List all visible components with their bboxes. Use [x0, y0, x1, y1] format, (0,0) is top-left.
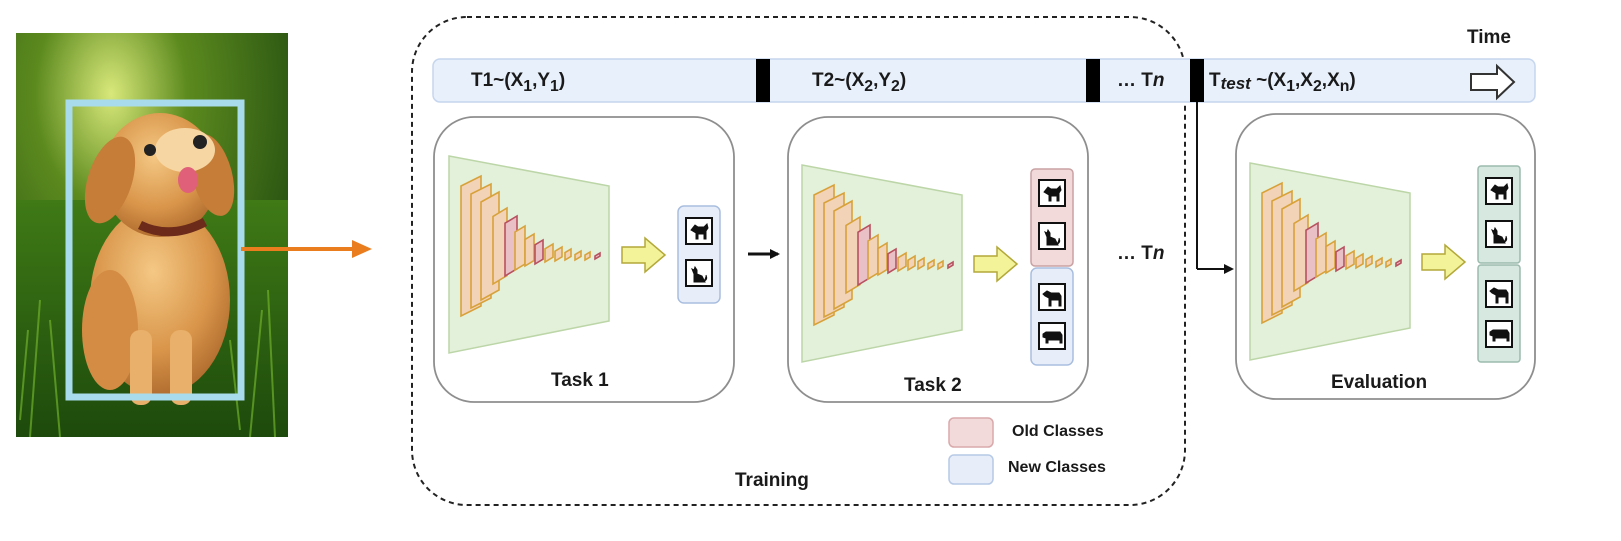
cnn-layer: [897, 251, 907, 273]
cnn-layer: [1375, 256, 1383, 269]
timeline-separator: [756, 59, 770, 102]
cnn-layer: [574, 249, 582, 262]
cnn-layer: [514, 224, 526, 272]
cat-icon: [1038, 222, 1066, 250]
cnn-layer: [937, 259, 944, 271]
task1-title: Task 1: [551, 370, 609, 391]
cnn-layer: [1325, 239, 1336, 275]
output-arrow-icon: [1421, 243, 1467, 281]
timeline-separator: [1190, 59, 1204, 102]
time-label: Time: [1467, 27, 1512, 48]
cnn-layer: [1395, 258, 1402, 268]
horse-icon: [1485, 280, 1513, 308]
cat-icon: [685, 259, 713, 287]
training-region: [411, 16, 1186, 506]
evaluation-title: Evaluation: [1331, 372, 1428, 393]
cnn-layer: [1335, 245, 1345, 273]
cnn-layer: [1345, 249, 1355, 271]
timeline-bar: [432, 58, 1536, 103]
cnn-network-icon: [448, 155, 610, 354]
cnn-layer: [1355, 252, 1364, 270]
horse-icon: [1038, 283, 1066, 311]
cnn-network-icon: [801, 164, 963, 363]
task2-new-classes-box: [1030, 267, 1074, 366]
timeline-t2-label: T2~(X2,Y2): [812, 70, 907, 95]
cnn-layer: [1365, 254, 1373, 269]
training-label: Training: [735, 470, 809, 491]
cow-icon: [1038, 322, 1066, 350]
dog-icon: [685, 217, 713, 245]
cnn-network-icon: [1249, 162, 1411, 361]
cnn-layer: [534, 238, 544, 266]
timeline-ttest-label: Ttest ~(X1,X2,Xn): [1209, 70, 1356, 95]
legend-old-swatch: [948, 417, 994, 448]
cow-icon: [1485, 320, 1513, 348]
legend-new-label: New Classes: [1008, 459, 1106, 476]
output-arrow-icon: [973, 245, 1019, 283]
puppy-photo: [16, 33, 288, 437]
cnn-layer: [584, 250, 591, 262]
cnn-layer: [554, 245, 563, 263]
cnn-layer: [907, 254, 916, 272]
task2-title: Task 2: [904, 375, 962, 396]
legend-new-swatch: [948, 454, 994, 485]
time-arrow-icon: [1470, 63, 1516, 101]
cnn-layer: [947, 260, 954, 270]
timeline-separator: [1086, 59, 1100, 102]
legend-old-label: Old Classes: [1012, 423, 1104, 440]
timeline-tn-label: … Tn: [1117, 70, 1165, 91]
timeline-t1-label: T1~(X1,Y1): [471, 70, 566, 95]
cnn-layer: [927, 258, 935, 271]
cnn-layer: [887, 247, 897, 275]
dog-icon: [1038, 179, 1066, 207]
connector-arrow-icon: [1196, 102, 1234, 274]
dog-icon: [1485, 177, 1513, 205]
orange-arrow-icon: [241, 240, 372, 258]
cnn-layer: [594, 251, 601, 261]
cnn-layer: [564, 247, 572, 262]
cnn-layer: [524, 232, 535, 268]
cnn-layer: [877, 241, 888, 277]
cnn-layer: [867, 233, 879, 281]
cnn-layer: [917, 256, 925, 271]
cnn-layer: [1315, 231, 1327, 279]
cnn-layer: [1385, 257, 1392, 269]
cat-icon: [1485, 220, 1513, 248]
cnn-layer: [544, 242, 554, 264]
output-arrow-icon: [621, 236, 667, 274]
between-tasks-tn-label: … Tn: [1117, 243, 1165, 264]
